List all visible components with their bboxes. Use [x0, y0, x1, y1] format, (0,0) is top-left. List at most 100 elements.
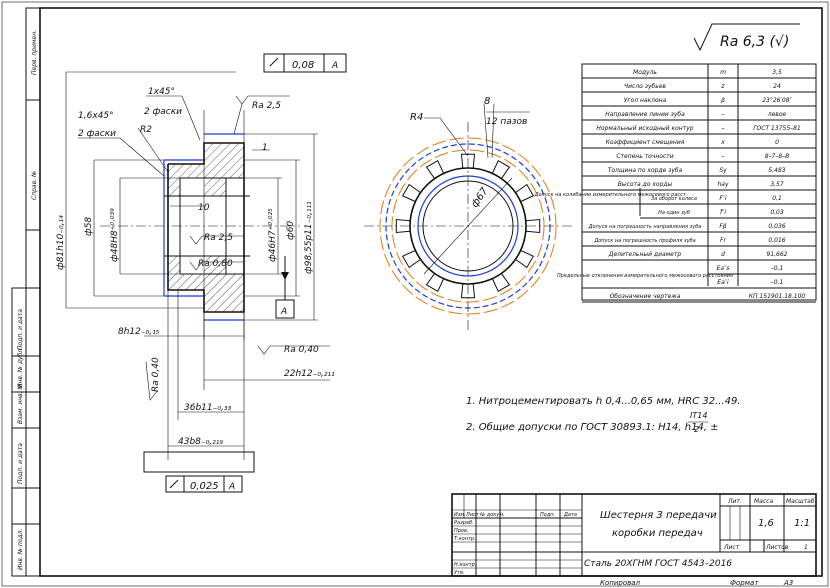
technical-notes: 1. Нитроцементировать h 0,4...0,65 мм, H…	[466, 396, 741, 434]
note-2: 2. Общие допуски по ГОСТ 30893.1: H14, h…	[466, 421, 719, 433]
side-label-4: Взам. инв. №	[17, 383, 24, 424]
slot	[401, 183, 421, 203]
dim-slots: 12 пазов	[486, 117, 527, 127]
slot	[515, 183, 535, 203]
param-value: –0,1	[771, 265, 784, 272]
chamfer2-sub: 2 фаски	[78, 129, 116, 139]
dim-one: 1	[262, 143, 268, 153]
param-symbol: –	[722, 125, 725, 132]
param-symbol: f″i	[720, 209, 726, 216]
param-value: 23°26′08″	[762, 97, 792, 104]
param-name: Допуск на погрешность направления зуба	[588, 224, 702, 230]
param-value: ГОСТ 13755–81	[753, 125, 801, 132]
side-label-2: Подп. и дата	[17, 309, 24, 350]
slot	[425, 159, 445, 179]
left-top-column: Перв. примен. Справ. №	[25, 7, 41, 289]
tb-doc: № докум.	[479, 512, 505, 518]
gear-front-view: R4 8 12 пазов ф67	[364, 96, 572, 330]
param-symbol: Sy	[719, 167, 727, 174]
ra25-a: Ra 2,5	[252, 101, 281, 111]
side-label-1: Справ. №	[31, 171, 38, 200]
dim-l43: 43b8₋₀,₂₁₉	[178, 437, 223, 447]
dim-d-outer: ф81h10₋₀,₁₄	[56, 215, 66, 270]
ra080: Ra 0,80	[198, 259, 233, 269]
param-value: 0,03	[770, 209, 784, 216]
side-label-3: Инв. № дубл.	[17, 347, 24, 388]
dim-l22: 22h12₋₀,₂₁₁	[284, 369, 335, 379]
param-symbol: z	[720, 83, 725, 90]
slot	[515, 249, 535, 269]
tb-utv: Утв.	[454, 570, 465, 576]
slot	[491, 273, 511, 293]
param-value: 8–7–8–В	[765, 153, 790, 160]
left-bottom-column: Подп. и дата Инв. № дубл. Взам. инв. № П…	[11, 287, 41, 577]
tb-h-mass: Масса	[754, 498, 773, 505]
param-sub: На один зуб	[658, 210, 690, 216]
slot	[401, 249, 421, 269]
tb-scale: 1:1	[794, 518, 810, 529]
dim-r4: R4	[410, 112, 423, 123]
tb-format: Формат	[730, 579, 759, 587]
tb-name1: Шестерня 3 передачи	[600, 510, 717, 521]
param-name: Коэффициент смещения	[606, 139, 685, 146]
param-value: левое	[767, 111, 787, 118]
param-name: Допуск на колебание измерительного межос…	[534, 192, 688, 198]
side-label-5: Подп. и дата	[17, 443, 24, 484]
param-value: 0,016	[768, 237, 785, 244]
dim-d58: ф58	[84, 217, 94, 236]
param-symbol: x	[720, 139, 725, 146]
slot	[425, 273, 445, 293]
param-value: 5,483	[768, 167, 785, 174]
tb-h-lit: Лит.	[727, 498, 742, 505]
param-name: Модуль	[633, 69, 657, 76]
param-value: –0,1	[771, 279, 784, 286]
dim-d48: ф48H8⁺⁰·⁰³⁹	[110, 208, 120, 262]
tb-tkontr: Т.контр.	[454, 536, 476, 542]
ra25-b: Ra 2,5	[204, 233, 233, 243]
param-name: Угол наклона	[624, 97, 667, 104]
dim-ten: 10	[198, 203, 210, 213]
param-symbol: d	[721, 251, 725, 258]
roughness-main: Ra 6,3 (√)	[720, 34, 789, 50]
tb-h-scale: Масштаб	[786, 498, 815, 505]
datum-label: A	[280, 307, 287, 317]
tb-prov: Пров.	[454, 528, 469, 534]
param-name: Предельные отклонения измерительного меж…	[557, 273, 733, 279]
radius-r2: R2	[140, 125, 152, 135]
tb-sheets: Листов	[765, 544, 789, 551]
param-symbol: Ea″i	[717, 279, 729, 286]
tb-sheet: Лист	[723, 544, 740, 551]
param-name: Число зубьев	[624, 83, 666, 90]
note-it14: IT14	[690, 411, 707, 420]
tb-nkontr: Н.контр.	[454, 562, 476, 568]
param-value: 0,036	[768, 223, 785, 230]
dim-w8: 8	[484, 96, 490, 107]
roughness-symbol: Ra 6,3 (√)	[693, 23, 800, 52]
param-symbol: Fβ	[719, 223, 726, 230]
dim-d46: ф46H7⁺⁰·⁰²⁵	[268, 208, 278, 262]
param-value: 0	[775, 139, 779, 146]
tb-sheets-n: 1	[804, 544, 808, 551]
chamfer1-sub: 2 фаски	[144, 107, 182, 117]
side-label-6: Инв. № подл.	[17, 529, 24, 570]
tb-format-v: А3	[783, 579, 793, 587]
param-name: Допуск на погрешность профиля зуба	[593, 238, 695, 244]
param-symbol: Fr	[720, 237, 726, 244]
tol2-ref: A	[228, 482, 235, 492]
title-block: Изм. Лист № докум. Подп. Дата Разраб. Пр…	[451, 493, 817, 587]
param-name: Высота до хорды	[618, 181, 673, 188]
tb-list: Лист	[465, 512, 480, 518]
tol1-value: 0,08	[292, 60, 314, 71]
param-value: 3,57	[770, 181, 784, 188]
param-name: Толщина по хорде зуба	[608, 167, 683, 174]
dim-d67: ф67	[469, 185, 491, 209]
param-value: 0,1	[772, 195, 782, 202]
tb-name2: коробки передач	[612, 527, 703, 539]
param-name: Обозначение чертежа	[610, 293, 681, 300]
param-name: Степень точности	[616, 153, 673, 160]
ra040-b: Ra 0,40	[151, 357, 161, 392]
tb-sign: Подп.	[540, 512, 555, 518]
dim-d60: ф60	[286, 221, 296, 240]
param-symbol: hay	[717, 181, 728, 188]
